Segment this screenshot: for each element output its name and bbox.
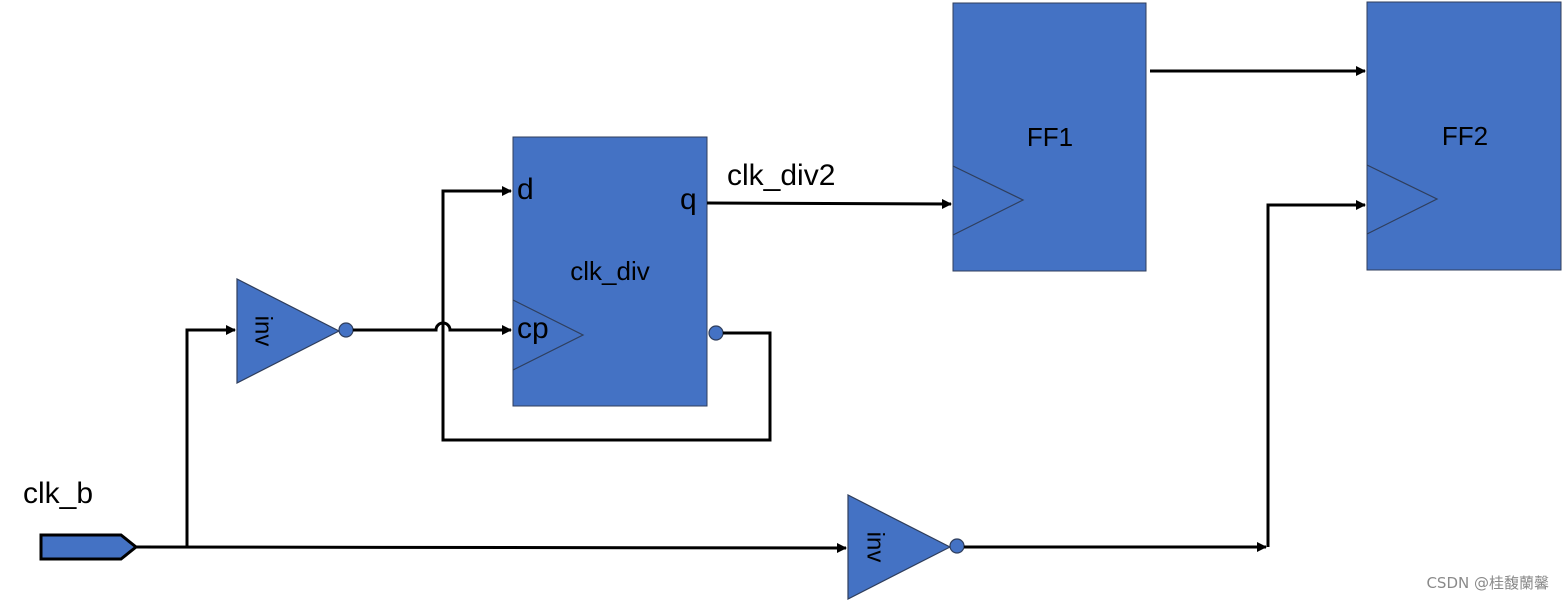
clk-div-block: clk_div d q cp	[512, 136, 724, 407]
inverter-top-label: inv	[250, 316, 277, 347]
inverter-bottom-bubble	[949, 538, 965, 554]
ff1-block: FF1	[952, 2, 1147, 272]
clk-div-pin-d: d	[517, 173, 534, 206]
ff2-block: FF2	[1366, 1, 1562, 271]
wires	[135, 66, 1366, 553]
clk-div2-label: clk_div2	[727, 159, 835, 192]
clk-div-label: clk_div	[570, 256, 649, 286]
inverter-bottom-label: inv	[862, 532, 889, 563]
wire-clkb-to-inv-bottom	[135, 542, 847, 553]
inverter-top: inv	[236, 278, 354, 384]
ff1-label: FF1	[1027, 122, 1073, 152]
clk-b-input-port	[39, 533, 139, 561]
wire-inv-top-to-cp	[353, 321, 512, 335]
clk-div-qn-bubble	[708, 325, 724, 341]
wire-clkb-to-inv-top	[185, 325, 236, 547]
inverter-bottom: inv	[847, 494, 965, 600]
wire-to-ff2-clock	[1266, 200, 1366, 547]
ff2-clock-triangle	[1366, 164, 1439, 235]
clk-div-clock-triangle	[512, 299, 585, 371]
ff2-label: FF2	[1442, 121, 1488, 151]
wire-feedback-to-d	[441, 186, 772, 442]
clk-div-pin-q: q	[680, 183, 697, 216]
ff1-clock-triangle	[952, 165, 1025, 236]
watermark: CSDN @桂馥蘭馨	[1426, 574, 1549, 592]
clk-div-pin-cp: cp	[517, 312, 549, 345]
wire-clk-div2-to-ff1	[706, 198, 952, 209]
clk-b-label: clk_b	[23, 477, 93, 510]
inverter-top-bubble	[338, 322, 354, 338]
